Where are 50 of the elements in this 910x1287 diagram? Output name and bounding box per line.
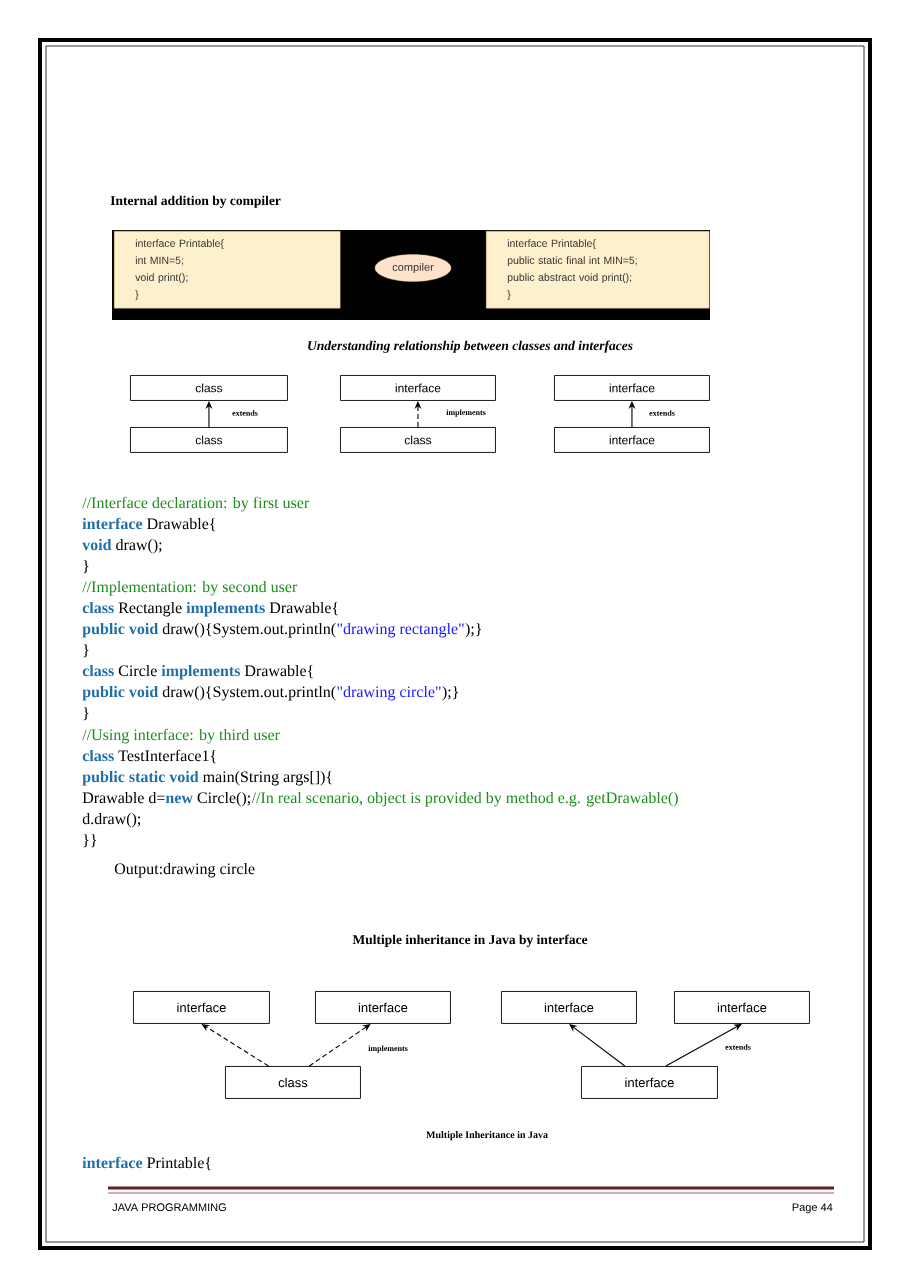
uml-box: interface — [315, 991, 451, 1024]
uml-box: interface — [554, 375, 710, 401]
code-line: public void draw(){System.out.println( — [82, 685, 336, 701]
code-comment: //In real scenario, object is provided by method e.g. getDrawable() — [251, 791, 678, 807]
uml-box: interface — [340, 375, 496, 401]
process-oval: compiler — [374, 254, 452, 282]
code-line: interface Drawable{ — [82, 517, 216, 532]
heading: Multiple inheritance in Java by interface — [352, 934, 588, 947]
uml-box: interface — [581, 1066, 718, 1099]
code-panel: interface Printable{ int MIN=5; void print(); } — [114, 231, 341, 309]
figure-caption: Multiple Inheritance in Java — [426, 1131, 548, 1141]
code-line: interface Printable{ — [82, 1156, 211, 1171]
code-line: public void draw(){System.out.println( — [82, 622, 336, 638]
heading: Internal addition by compiler — [110, 195, 281, 208]
string-literal: "drawing rectangle" — [337, 622, 464, 638]
edge-label: extends — [724, 1043, 752, 1051]
code-line: } — [83, 643, 89, 658]
code-line: );} — [442, 685, 458, 701]
code-line: );} — [465, 622, 482, 638]
code-line: d.draw(); — [82, 812, 141, 828]
code-line: void draw(); — [82, 538, 162, 554]
code-comment: //Implementation: by second user — [82, 580, 298, 596]
uml-box: interface — [133, 991, 270, 1024]
edge-label: implements — [367, 1044, 409, 1054]
edge-label: extends — [231, 409, 259, 417]
page-number: Page 44 — [792, 1203, 833, 1214]
uml-box: class — [130, 375, 288, 401]
uml-box: interface — [554, 427, 710, 453]
code-line: }} — [83, 833, 97, 848]
uml-box: class — [225, 1066, 361, 1099]
code-line: class Rectangle implements Drawable{ — [82, 601, 338, 617]
code-line: } — [83, 559, 89, 574]
code-line: class Circle implements Drawable{ — [82, 664, 313, 680]
code-comment: //Interface declaration: by first user — [82, 496, 310, 512]
code-line: } — [83, 706, 89, 721]
heading: Understanding relationship between classes and interfaces — [308, 340, 633, 353]
output-text: Output:drawing circle — [114, 862, 255, 878]
code-panel: interface Printable{ public static final int MIN=5; public abstract void print(); } — [486, 231, 710, 309]
string-literal: "drawing circle" — [337, 685, 441, 701]
code-comment: //Using interface: by third user — [82, 728, 280, 744]
code-line: class TestInterface1{ — [82, 749, 216, 764]
edge-label: extends — [648, 409, 676, 417]
uml-box: class — [130, 427, 288, 453]
edge-label: implements — [445, 408, 487, 418]
code-line: Drawable d=new Circle(); — [82, 791, 250, 807]
uml-box: class — [340, 427, 496, 453]
footer-text: JAVA PROGRAMMING — [112, 1203, 226, 1212]
code-line: public static void main(String args[]){ — [82, 770, 332, 786]
uml-box: interface — [674, 991, 810, 1024]
uml-box: interface — [501, 991, 637, 1024]
